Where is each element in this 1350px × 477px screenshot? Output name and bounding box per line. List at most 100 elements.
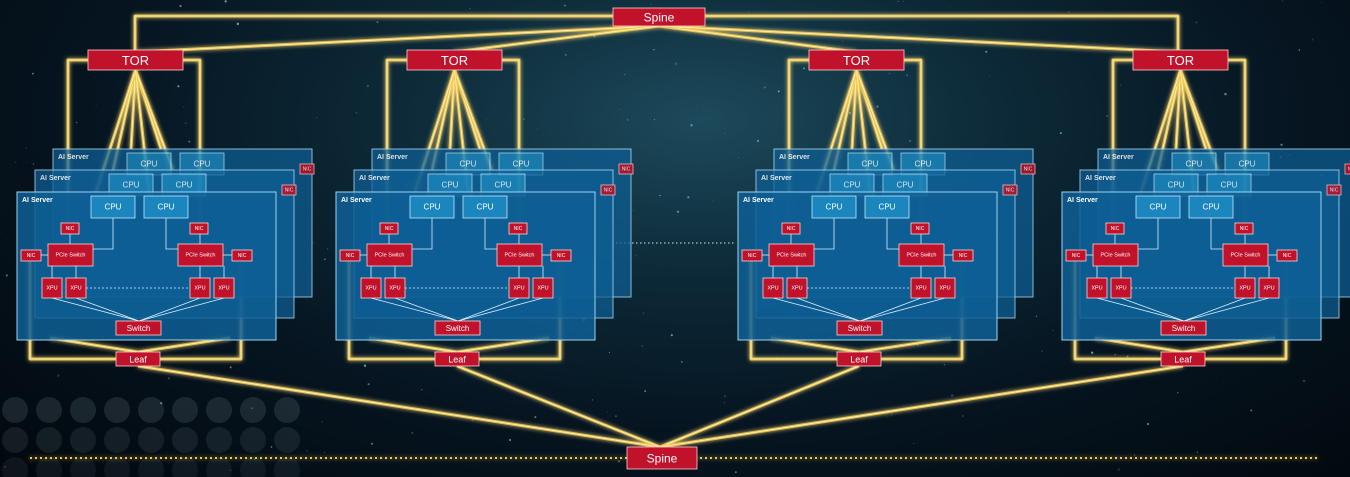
nic-label: NIC <box>514 226 523 232</box>
ai-server-title: AI Server <box>1103 154 1134 161</box>
spine-tor-link-core <box>658 25 1181 53</box>
nic-label: NIC <box>1006 188 1015 194</box>
nic: NIC <box>1002 184 1018 196</box>
xpu-label: XPU <box>194 286 205 292</box>
xpu-switch-wire <box>772 297 861 322</box>
star <box>712 449 714 451</box>
nic-label: NIC <box>303 167 312 173</box>
bokeh-dot <box>206 427 232 453</box>
star <box>841 40 844 42</box>
star <box>1312 135 1314 137</box>
tor-switch: TOR <box>808 49 905 71</box>
tor-cpu-link-core <box>449 69 455 150</box>
star <box>367 383 370 386</box>
tor-cpu-link-core <box>130 69 136 150</box>
star <box>0 231 1 234</box>
star <box>680 360 683 363</box>
star <box>738 157 739 158</box>
bokeh-dot <box>206 397 232 423</box>
star <box>724 132 726 134</box>
tor-switch: TOR <box>1132 49 1229 71</box>
xpu: XPU <box>1110 277 1132 299</box>
leaf-switch-label: Leaf <box>448 355 466 365</box>
nic-box <box>1276 249 1298 262</box>
star <box>1250 409 1253 412</box>
server-switch-box <box>1160 320 1207 336</box>
pcie-switch: PCIe Switch <box>898 243 945 267</box>
server-switch-label: Switch <box>446 324 470 333</box>
star <box>1041 350 1044 353</box>
xpu: XPU <box>384 277 406 299</box>
leaf-spine-link-core <box>456 365 661 448</box>
cpu-label: CPU <box>1186 160 1203 169</box>
spine-tor-link-core <box>658 25 857 53</box>
bokeh-dot <box>240 397 266 423</box>
nic-box <box>1020 163 1036 175</box>
xpu: XPU <box>910 277 932 299</box>
bokeh-dot <box>138 427 164 453</box>
bokeh-dot <box>172 427 198 453</box>
bottom-spine-switch-label: Spine <box>647 452 678 466</box>
pcie-switch: PCIe Switch <box>366 243 413 267</box>
nic-box <box>189 222 209 235</box>
cpu-label: CPU <box>495 181 512 190</box>
star <box>1067 10 1070 13</box>
star <box>888 72 891 75</box>
star <box>253 459 255 461</box>
nic-box <box>952 249 974 262</box>
pcie-switch-label: PCIe Switch <box>1101 253 1131 259</box>
cpu-label: CPU <box>141 160 158 169</box>
star <box>1090 351 1094 354</box>
cpu-label: CPU <box>1168 181 1185 190</box>
server-switch-box <box>115 320 162 336</box>
xpu-box <box>41 277 63 299</box>
xpu-box <box>1086 277 1108 299</box>
nic: NIC <box>20 249 42 262</box>
nic-label: NIC <box>916 226 925 232</box>
star <box>876 105 879 108</box>
top-spine-switch-box <box>612 7 706 27</box>
nic-box <box>508 222 528 235</box>
pcie-switch-box <box>47 243 94 267</box>
tor-switch: TOR <box>406 49 503 71</box>
nic-box <box>1065 249 1087 262</box>
nic: NIC <box>550 249 572 262</box>
bokeh-dot <box>70 427 96 453</box>
tor-cpu-link-core <box>1175 69 1181 150</box>
star <box>324 452 326 454</box>
server-switch-label: Switch <box>1172 324 1196 333</box>
star <box>5 274 8 277</box>
tor-switch-box <box>1132 49 1229 71</box>
pcie-switch: PCIe Switch <box>768 243 815 267</box>
ai-server-title: AI Server <box>22 197 53 204</box>
nic-box <box>781 222 801 235</box>
star <box>908 140 912 143</box>
star <box>641 345 643 347</box>
nic-box <box>60 222 80 235</box>
pcie-switch-label: PCIe Switch <box>907 253 937 259</box>
leaf-switch-label: Leaf <box>1174 355 1192 365</box>
xpu-box <box>213 277 235 299</box>
star <box>159 90 161 92</box>
star <box>887 416 889 418</box>
xpu-label: XPU <box>46 286 57 292</box>
nic: NIC <box>379 222 399 235</box>
xpu: XPU <box>934 277 956 299</box>
leaf-switch-label: Leaf <box>129 355 147 365</box>
nic: NIC <box>231 249 253 262</box>
xpu-box <box>1110 277 1132 299</box>
server-switch: Switch <box>115 320 162 336</box>
star <box>545 105 548 108</box>
xpu-box <box>934 277 956 299</box>
ai-server-title: AI Server <box>377 154 408 161</box>
star <box>988 76 990 77</box>
star <box>334 230 336 231</box>
xpu-switch-wire <box>859 297 922 322</box>
ai-server-title: AI Server <box>779 154 810 161</box>
nic-box <box>1326 184 1342 196</box>
nic-label: NIC <box>787 226 796 232</box>
